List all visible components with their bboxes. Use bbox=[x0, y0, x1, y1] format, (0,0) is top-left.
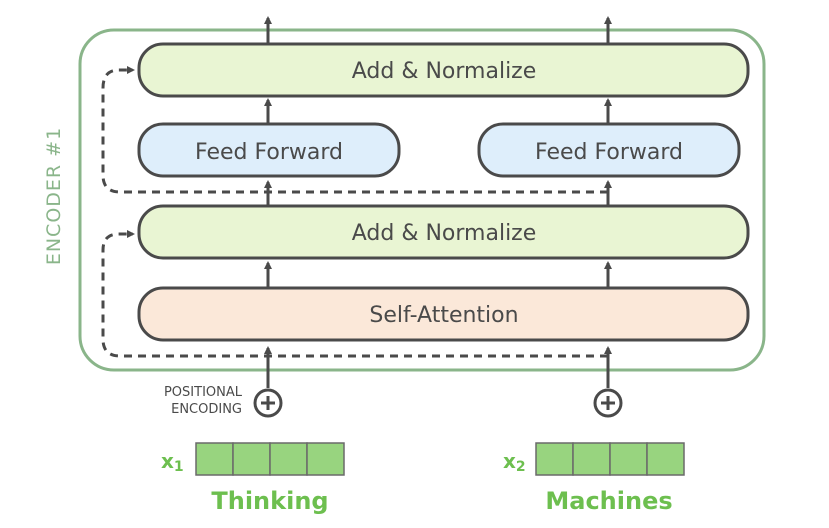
input-2-var: x2 bbox=[503, 449, 526, 475]
add-normalize-bottom-box bbox=[137, 204, 750, 260]
self-attention-label: Self-Attention bbox=[369, 303, 518, 328]
positional-encoding-label-line1: POSITIONAL bbox=[164, 385, 243, 400]
add-normalize-top-box bbox=[137, 42, 750, 98]
residual-path-top bbox=[101, 66, 608, 194]
feed-forward-right-box bbox=[477, 122, 741, 178]
residual-path-bottom bbox=[101, 230, 608, 358]
encoder-container bbox=[78, 28, 766, 372]
input-word-1: Thinking bbox=[211, 487, 328, 515]
input-word-2: Machines bbox=[545, 487, 672, 515]
positional-encoding-label-line2: ENCODING bbox=[171, 402, 242, 417]
embedding-vector-2 bbox=[535, 442, 685, 476]
plus-icon bbox=[253, 388, 283, 418]
encoder-label: ENCODER #1 bbox=[43, 127, 65, 265]
self-attention-box bbox=[137, 286, 750, 342]
feed-forward-left-box bbox=[137, 122, 401, 178]
add-normalize-bottom-label: Add & Normalize bbox=[352, 221, 537, 246]
embedding-vector-1 bbox=[195, 442, 345, 476]
add-normalize-top-label: Add & Normalize bbox=[352, 59, 537, 84]
input-1-var: x1 bbox=[161, 449, 184, 475]
plus-icon bbox=[593, 388, 623, 418]
feed-forward-right-label: Feed Forward bbox=[535, 140, 683, 165]
feed-forward-left-label: Feed Forward bbox=[195, 140, 343, 165]
residual-connections bbox=[101, 66, 608, 358]
